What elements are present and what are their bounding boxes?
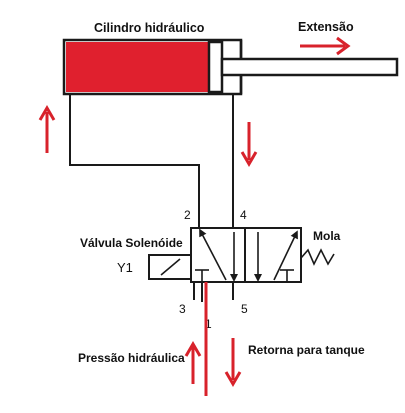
return-label: Retorna para tanque: [248, 343, 365, 357]
port-3-label: 3: [179, 302, 186, 316]
extension-arrow-icon: [300, 36, 351, 56]
port-2-label: 2: [184, 208, 191, 222]
pressure-up-arrow-icon: [184, 341, 202, 384]
extension-label: Extensão: [298, 20, 354, 34]
down-arrow-icon: [240, 122, 258, 167]
valve-position-parallel: [254, 230, 298, 282]
piston-rod: [220, 57, 399, 77]
port-5-label: 5: [241, 302, 248, 316]
solenoid-actuator: [148, 254, 192, 280]
up-arrow-icon: [38, 105, 56, 153]
zigzag-spring-icon: [300, 248, 335, 266]
pipe-cap-to-port-2: [69, 94, 200, 228]
piston-head: [207, 40, 224, 94]
return-down-arrow-icon: [224, 338, 242, 387]
cylinder-title: Cilindro hidráulico: [94, 21, 205, 35]
spring-label: Mola: [313, 229, 341, 243]
valve-label: Válvula Solenóide: [80, 236, 183, 250]
solenoid-label: Y1: [117, 260, 133, 275]
port-1-label: 1: [205, 317, 212, 331]
valve-position-crossed: [195, 228, 238, 282]
solenoid-valve-body: [190, 227, 302, 283]
port-4-label: 4: [240, 208, 247, 222]
pressure-label: Pressão hidráulica: [78, 351, 185, 365]
piston-chamber: [66, 42, 209, 92]
